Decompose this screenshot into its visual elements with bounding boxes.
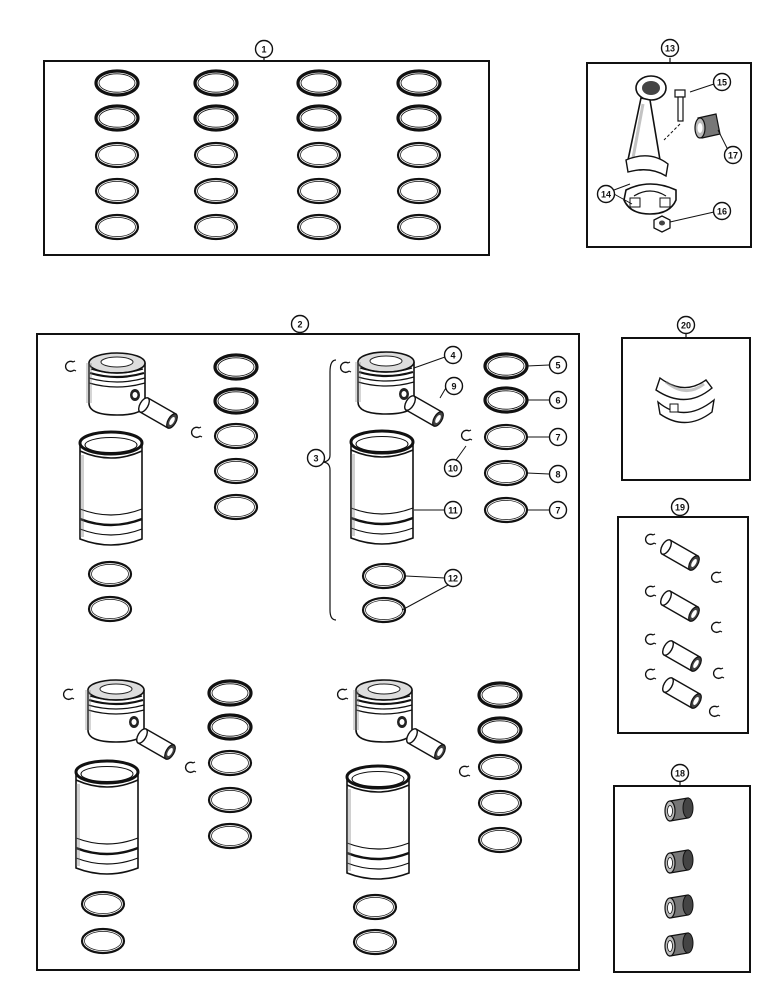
pin-kit-row-3 [644,633,725,680]
callout-14-label: 14 [601,190,611,200]
bushing-panel [613,781,751,973]
callout-11-label: 11 [448,506,458,516]
callout-12-label: 12 [448,574,458,584]
callout-14: 14 [596,184,616,204]
callout-16-label: 16 [717,207,727,217]
ring-column-4 [396,69,442,241]
callout-19-label: 19 [675,503,685,513]
pin-kit-row-4 [644,668,721,718]
bushing-1 [664,797,694,822]
callout-7-lower: 7 [548,500,568,520]
rod-bolt [663,89,686,141]
rod-cap [623,183,677,215]
callout-8: 8 [548,464,568,484]
pin-kit-row-1 [644,533,723,584]
callout-2: 2 [290,314,310,334]
callout-4-label: 4 [450,351,455,361]
callout-5-label: 5 [555,361,560,371]
callout-18: 18 [670,763,690,783]
piston-kit-c [62,680,253,955]
bushing-2 [664,849,694,874]
pin-kit-panel [617,513,749,734]
callout-18-label: 18 [675,769,685,779]
rod-bearing-panel [621,334,751,481]
callout-15-label: 15 [717,78,727,88]
ring-set-panel [43,57,490,256]
callout-1-label: 1 [261,45,266,55]
callout-2-label: 2 [297,320,302,330]
piston-kit-b [321,352,550,624]
callout-17-label: 17 [728,151,738,161]
callout-1: 1 [254,39,274,59]
callout-19: 19 [670,497,690,517]
connecting-rod [625,75,669,178]
callout-3-label: 3 [313,454,318,464]
callout-6: 6 [548,390,568,410]
bushing-4 [664,932,694,957]
ring-column-3 [296,69,342,241]
callout-20: 20 [676,315,696,335]
rod-bearing-lower [656,398,715,424]
callout-13-label: 13 [665,44,675,54]
callout-20-label: 20 [681,321,691,331]
callout-3: 3 [306,448,326,468]
callout-13: 13 [660,38,680,58]
connecting-rod-panel [586,58,752,248]
piston-kit-a [64,353,259,623]
rod-bearing-upper [655,376,713,401]
bushing-3 [664,894,694,919]
piston-kit-d [336,680,523,956]
callout-4: 4 [443,345,463,365]
callout-6-label: 6 [555,396,560,406]
callout-7b-label: 7 [555,506,560,516]
callout-9: 9 [444,376,464,396]
rod-bushing [694,113,721,139]
callout-5: 5 [548,355,568,375]
pin-kit-row-2 [644,585,723,634]
callout-7a-label: 7 [555,433,560,443]
callout-15: 15 [712,72,732,92]
ring-column-1 [94,69,140,241]
callout-10-label: 10 [448,464,458,474]
rod-nut [653,215,671,233]
callout-16: 16 [712,201,732,221]
ring-column-2 [193,69,239,241]
piston-kit-panel [36,330,580,971]
callout-11: 11 [443,500,463,520]
callout-10: 10 [443,458,463,478]
callout-9-label: 9 [451,382,456,392]
callout-12: 12 [443,568,463,588]
callout-8-label: 8 [555,470,560,480]
callout-7-upper: 7 [548,427,568,447]
callout-17: 17 [723,145,743,165]
